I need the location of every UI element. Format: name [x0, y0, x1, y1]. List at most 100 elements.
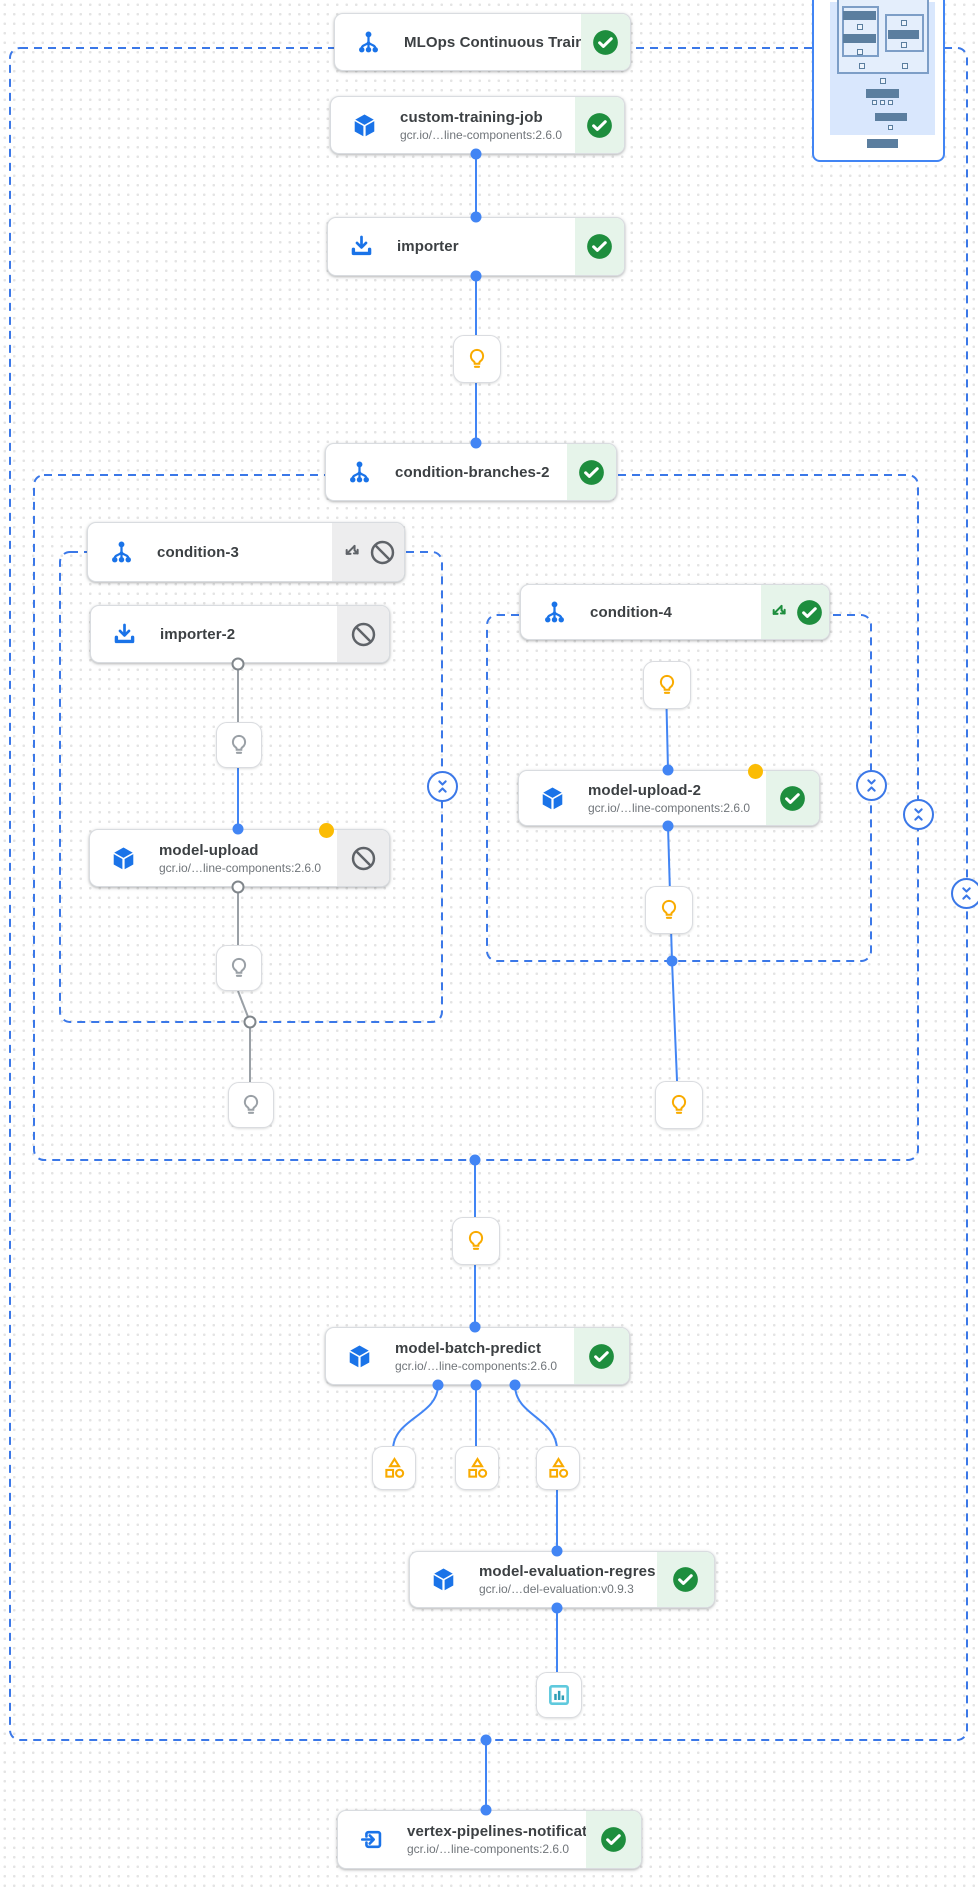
minimap-artifact: [880, 78, 886, 84]
success-icon: [578, 459, 605, 486]
node-text: condition-branches-2: [395, 464, 550, 481]
success-icon: [796, 599, 823, 626]
status-section: [575, 218, 624, 275]
node-text: condition-4: [590, 604, 672, 621]
node-title: vertex-pipelines-notificat…: [407, 1823, 603, 1840]
download-icon: [348, 233, 375, 260]
node-title: condition-3: [157, 543, 239, 561]
pending-artifact-dot: [748, 763, 763, 779]
parameter-lightbulb-icon[interactable]: [228, 1082, 274, 1128]
node-subtitle: gcr.io/…line-components:2.6.0: [159, 860, 322, 875]
artifact-icon[interactable]: [536, 1446, 580, 1490]
minimap-artifact: [857, 49, 863, 55]
branch-icon: [768, 602, 789, 623]
cube-icon: [110, 845, 137, 872]
node-vertex-pipelines-notification[interactable]: vertex-pipelines-notificat… gcr.io/…line-…: [337, 1810, 642, 1869]
minimap-node: [843, 11, 876, 20]
minimap-node: [866, 89, 899, 98]
success-icon: [672, 1566, 699, 1593]
branch-icon: [341, 542, 362, 563]
parameter-lightbulb-icon[interactable]: [645, 886, 693, 934]
minimap[interactable]: [812, 0, 945, 162]
node-mlops-root[interactable]: MLOps Continuous Traini…: [334, 13, 631, 71]
parameter-lightbulb-icon[interactable]: [643, 661, 691, 709]
node-title: model-evaluation-regres…: [479, 1563, 671, 1580]
minimap-artifact: [888, 100, 893, 105]
status-section: [575, 97, 624, 153]
node-condition-4[interactable]: condition-4: [520, 584, 830, 640]
collapse-icon: [961, 886, 971, 900]
parameter-lightbulb-icon[interactable]: [655, 1081, 703, 1129]
collapse-icon: [437, 779, 447, 793]
success-icon: [600, 1826, 627, 1853]
node-subtitle: gcr.io/…line-components:2.6.0: [407, 1842, 570, 1856]
node-subtitle: gcr.io/…del-evaluation:v0.9.3: [479, 1582, 634, 1596]
node-importer[interactable]: importer: [327, 217, 625, 276]
status-section: [586, 1811, 641, 1868]
node-title: condition-branches-2: [395, 463, 550, 481]
pipeline-icon: [108, 539, 135, 566]
minimap-artifact: [859, 63, 865, 69]
node-text: condition-3: [157, 544, 239, 561]
skipped-icon: [350, 621, 377, 648]
success-icon: [586, 233, 613, 260]
minimap-node: [888, 30, 919, 39]
node-condition-3[interactable]: condition-3: [87, 522, 405, 582]
artifact-icon[interactable]: [455, 1446, 499, 1490]
success-icon: [592, 29, 619, 56]
collapse-condition-3-button[interactable]: [426, 770, 458, 802]
parameter-lightbulb-icon[interactable]: [452, 1217, 500, 1265]
node-subtitle: gcr.io/…line-components:2.6.0: [588, 800, 751, 815]
skipped-icon: [350, 845, 377, 872]
metrics-artifact-icon[interactable]: [536, 1672, 582, 1718]
collapse-mlops-button[interactable]: [950, 877, 978, 909]
cube-icon: [539, 785, 566, 812]
minimap-artifact: [888, 125, 893, 130]
collapse-icon: [866, 778, 876, 792]
node-condition-branches-2[interactable]: condition-branches-2: [325, 443, 617, 501]
parameter-lightbulb-icon[interactable]: [453, 335, 501, 383]
success-icon: [779, 785, 806, 812]
minimap-artifact: [872, 100, 877, 105]
node-subtitle: gcr.io/…line-components:2.6.0: [400, 127, 563, 142]
node-title: importer-2: [160, 625, 236, 643]
node-model-evaluation-regression[interactable]: model-evaluation-regres… gcr.io/…del-eval…: [409, 1551, 715, 1608]
node-importer-2[interactable]: importer-2: [90, 605, 390, 663]
pending-artifact-dot: [319, 822, 334, 838]
parameter-lightbulb-icon[interactable]: [216, 945, 262, 991]
node-text: importer-2: [160, 626, 235, 643]
node-text: importer: [397, 238, 459, 255]
node-title: condition-4: [590, 603, 672, 621]
node-title: model-batch-predict: [395, 1339, 542, 1357]
collapse-condition-branches-2-button[interactable]: [902, 798, 934, 830]
success-icon: [586, 112, 613, 139]
status-section: [657, 1552, 714, 1607]
skipped-icon: [369, 539, 396, 566]
status-section: [332, 523, 404, 581]
node-title: model-upload: [159, 841, 259, 859]
parameter-lightbulb-icon[interactable]: [216, 722, 262, 768]
node-title: model-upload-2: [588, 781, 702, 799]
cube-icon: [346, 1343, 373, 1370]
artifact-icon[interactable]: [372, 1446, 416, 1490]
status-section: [766, 771, 819, 825]
node-subtitle: gcr.io/…line-components:2.6.0: [395, 1358, 558, 1373]
pipeline-icon: [541, 599, 568, 626]
minimap-node: [843, 34, 876, 43]
status-section: [337, 606, 389, 662]
status-section: [337, 830, 389, 886]
status-section: [761, 585, 829, 639]
collapse-condition-4-button[interactable]: [855, 769, 887, 801]
pipeline-icon: [346, 459, 373, 486]
exit-icon: [358, 1826, 385, 1853]
minimap-artifact: [857, 24, 863, 30]
